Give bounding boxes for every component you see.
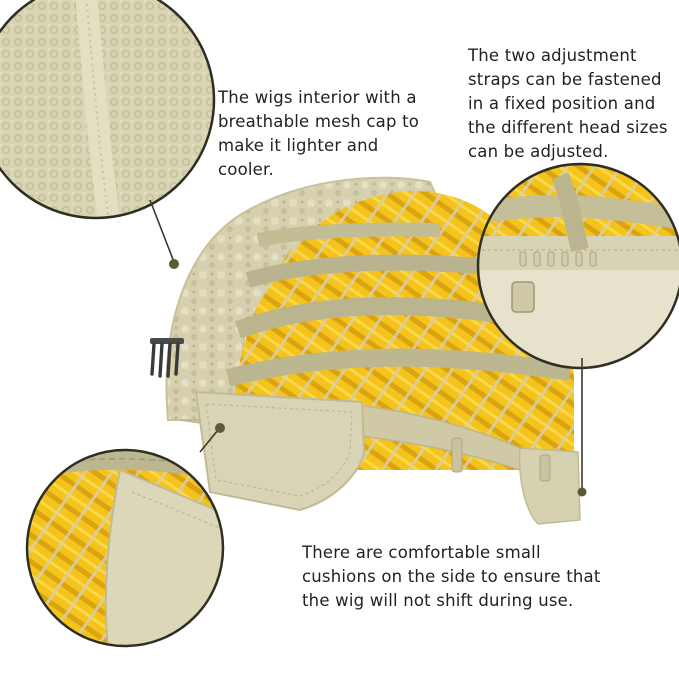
callout-dot-cushion [215, 423, 225, 433]
caption-side-cushions: There are comfortable small cushions on … [302, 543, 601, 610]
caption-mesh-cap: The wigs interior with a breathable mesh… [218, 88, 420, 179]
comb-icon [150, 338, 184, 378]
zoom-mesh-cap [0, 0, 216, 220]
callout-dot-straps [577, 487, 587, 497]
zoom-adjustment-straps [476, 162, 679, 370]
callout-lines [149, 199, 583, 490]
zoom-side-cushions [25, 448, 225, 648]
caption-adjustment-straps: The two adjustment straps can be fastene… [468, 46, 668, 161]
wig-cap [165, 176, 581, 525]
callout-dot-mesh [169, 259, 179, 269]
callout-dots [169, 259, 587, 497]
